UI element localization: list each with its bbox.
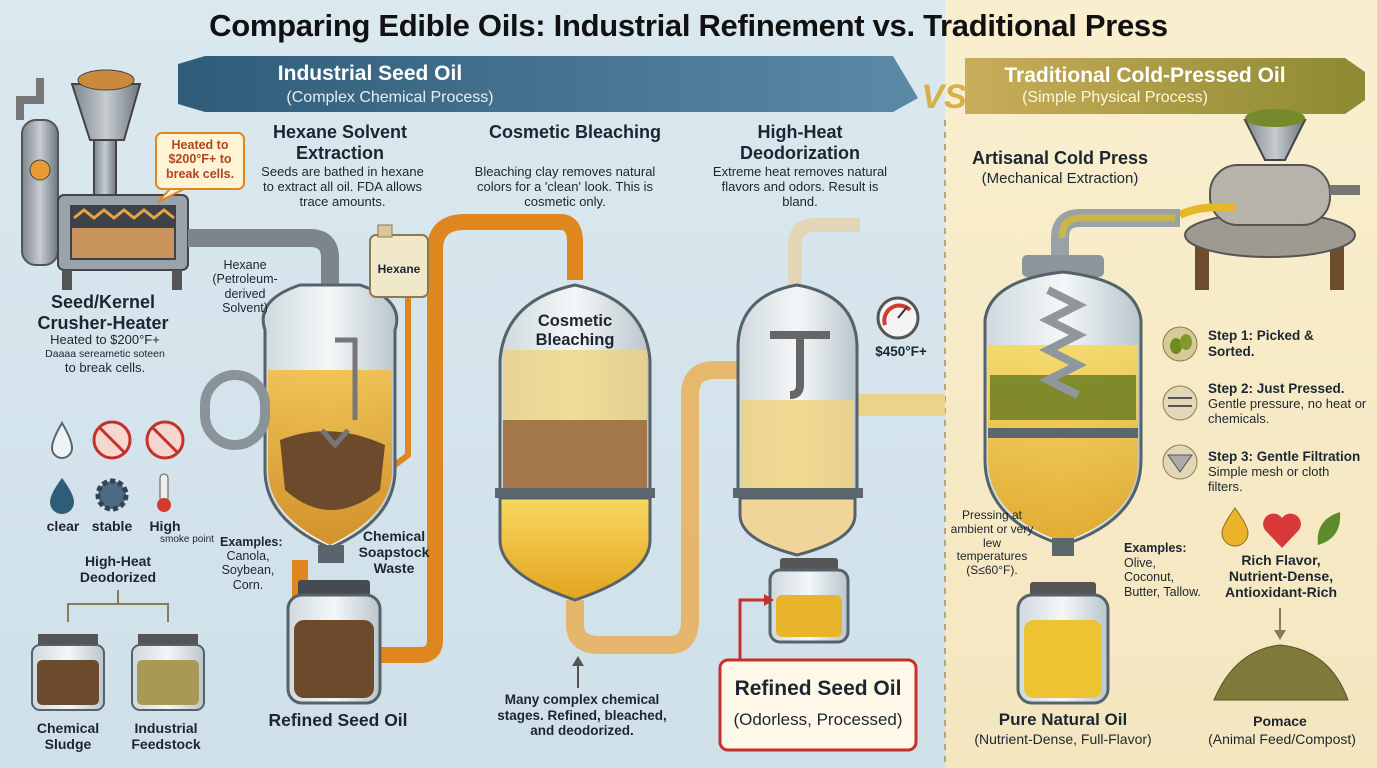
soapstock-label: Chemical Soapstock Waste bbox=[358, 528, 430, 577]
page-title: Comparing Edible Oils: Industrial Refine… bbox=[209, 8, 1168, 43]
feedstock-container bbox=[131, 634, 205, 711]
bleach-step-title: Cosmetic Bleaching bbox=[488, 122, 662, 142]
hexane-can bbox=[369, 224, 429, 298]
pure-oil-subtitle: (Nutrient-Dense, Full-Flavor) bbox=[974, 731, 1152, 747]
press-title: Artisanal Cold Press bbox=[971, 148, 1149, 168]
crusher-desc-line3: to break cells. bbox=[64, 360, 146, 375]
refined-result-title: Refined Seed Oil bbox=[734, 677, 902, 700]
pipe-olive-flow bbox=[1058, 214, 1175, 239]
vs-mark: VS bbox=[921, 78, 967, 116]
deodorized-label: High-Heat Deodorized bbox=[79, 553, 157, 586]
crusher-callout bbox=[155, 132, 245, 203]
step-3-desc: Simple mesh or cloth filters. bbox=[1208, 464, 1330, 494]
step-3-title: Step 3: Gentle Filtration bbox=[1208, 449, 1361, 464]
property-clear: clear bbox=[46, 518, 80, 534]
crusher-heater bbox=[16, 69, 189, 290]
pure-oil-jar bbox=[1016, 582, 1110, 705]
pomace-subtitle: (Animal Feed/Compost) bbox=[1208, 731, 1356, 747]
stone-mill bbox=[1178, 109, 1360, 290]
cold-press-tank bbox=[983, 255, 1143, 556]
pomace-title: Pomace bbox=[1253, 713, 1307, 729]
temperature-label: $450°F+ bbox=[875, 344, 927, 359]
property-high-sub: smoke point bbox=[160, 534, 214, 545]
industrial-examples: Canola, Soybean, Corn. bbox=[221, 549, 275, 592]
sludge-container bbox=[31, 634, 105, 711]
industrial-subtitle: (Complex Chemical Process) bbox=[286, 89, 494, 106]
industrial-title: Industrial Seed Oil bbox=[277, 62, 463, 85]
crusher-desc-line1: Heated to $200°F+ bbox=[50, 332, 160, 347]
step-2-title: Step 2: Just Pressed. bbox=[1208, 381, 1345, 396]
deodor-step-desc: Extreme heat removes natural flavors and… bbox=[712, 164, 888, 209]
step-icons bbox=[1162, 326, 1198, 480]
pomace-pile bbox=[1213, 644, 1349, 701]
pipe-bleach-to-deodor bbox=[566, 361, 760, 654]
industrial-examples-label: Examples: bbox=[220, 535, 283, 549]
step-2-desc: Gentle pressure, no heat or chemicals. bbox=[1208, 396, 1367, 426]
hexane-step-title: Hexane Solvent Extraction bbox=[272, 122, 408, 163]
benefit-icons bbox=[1221, 507, 1341, 548]
hexane-note: Hexane (Petroleum-derived Solvent) bbox=[212, 258, 278, 316]
benefits-label: Rich Flavor, Nutrient-Dense, Antioxidant… bbox=[1225, 552, 1337, 601]
result-arrow bbox=[738, 598, 765, 660]
step-1-title: Step 1: Picked & Sorted. bbox=[1208, 328, 1314, 359]
crusher-desc-line2: Daaaa sereametic soteen bbox=[45, 348, 165, 360]
traditional-examples: Olive, Coconut, Butter, Tallow. bbox=[1124, 556, 1201, 599]
refined-seed-oil-jar bbox=[286, 580, 382, 705]
pipe-crusher-to-extraction bbox=[188, 229, 339, 285]
traditional-title: Traditional Cold-Pressed Oil bbox=[1004, 64, 1286, 87]
refined-result-box bbox=[718, 658, 918, 752]
deodor-step-title: High-Heat Deodorization bbox=[740, 122, 860, 163]
property-icons bbox=[50, 420, 185, 514]
deodorization-tank bbox=[733, 283, 920, 557]
crusher-label: Seed/Kernel Crusher-Heater bbox=[37, 292, 169, 333]
press-subtitle: (Mechanical Extraction) bbox=[981, 170, 1139, 187]
pressing-note: Pressing at ambient or very lew temperat… bbox=[950, 508, 1034, 578]
refined-jar-label: Refined Seed Oil bbox=[268, 710, 408, 730]
hexane-step-desc: Seeds are bathed in hexane to extract al… bbox=[261, 164, 424, 209]
bleach-tank-label: Cosmetic Bleaching bbox=[535, 312, 615, 349]
bleach-step-desc: Bleaching clay removes natural colors fo… bbox=[474, 164, 656, 209]
bleaching-tank bbox=[495, 283, 655, 602]
stages-note: Many complex chemical stages. Refined, b… bbox=[497, 692, 667, 739]
pure-oil-title: Pure Natural Oil bbox=[998, 710, 1128, 729]
hexane-can-label: Hexane bbox=[377, 262, 421, 276]
industrial-banner bbox=[178, 56, 918, 112]
byproduct-branch bbox=[67, 590, 169, 622]
extraction-tank bbox=[200, 283, 399, 563]
deodorized-oil-jar bbox=[768, 558, 850, 644]
byproduct-feedstock: Industrial Feedstock bbox=[131, 720, 201, 753]
traditional-examples-label: Examples: bbox=[1124, 541, 1187, 555]
pipe-to-hexane-can bbox=[393, 295, 411, 468]
traditional-subtitle: (Simple Physical Process) bbox=[1022, 89, 1208, 106]
byproduct-sludge: Chemical Sludge bbox=[36, 720, 100, 753]
refined-result-subtitle: (Odorless, Processed) bbox=[733, 710, 903, 729]
property-high: High bbox=[149, 518, 181, 534]
property-stable: stable bbox=[91, 518, 133, 534]
traditional-banner bbox=[965, 58, 1365, 114]
crusher-callout-text: Heated to $200°F+ to break cells. bbox=[165, 138, 235, 181]
pipe-deodor-steam bbox=[788, 218, 860, 290]
